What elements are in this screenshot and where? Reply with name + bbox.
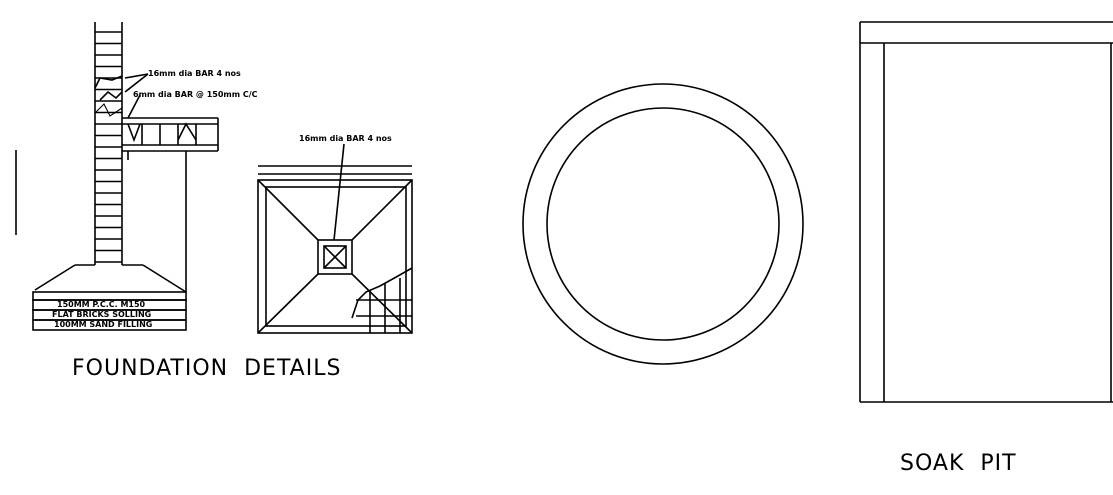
foundation-plan-view: 16mm dia BAR 4 nos (257, 134, 413, 334)
layer-pcc-label: 150MM P.C.C. M150 (57, 300, 146, 309)
foundation-section-view: 150MM P.C.C. M150 FLAT BRICKS SOLLING 10… (15, 22, 258, 331)
soak-pit-plan-view (522, 83, 804, 365)
top-bar-label: 16mm dia BAR 4 nos (148, 69, 241, 78)
soak-pit-title: SOAK PIT (900, 451, 1017, 476)
layer-soling-label: FLAT BRICKS SOLLING (52, 310, 151, 319)
layer-sand-label: 100MM SAND FILLING (54, 320, 152, 329)
stirrup-label: 6mm dia BAR @ 150mm C/C (133, 90, 258, 99)
soak-pit-section-view (859, 21, 1113, 403)
brick-courses (95, 31, 122, 263)
plan-bar-label: 16mm dia BAR 4 nos (299, 134, 392, 143)
foundation-title: FOUNDATION DETAILS (72, 356, 341, 381)
